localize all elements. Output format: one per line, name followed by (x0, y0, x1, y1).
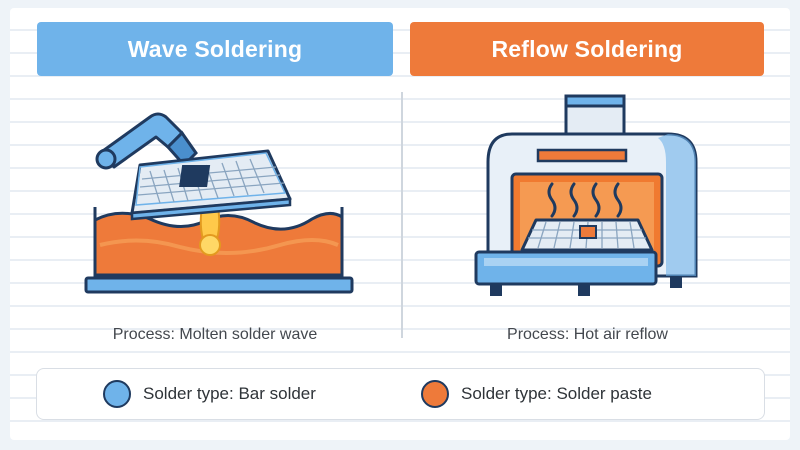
wave-process-caption: Process: Molten solder wave (112, 326, 318, 343)
wave-soldering-banner: Wave Soldering (37, 22, 393, 76)
reflow-soldering-banner: Reflow Soldering (410, 22, 764, 76)
oven-foot-back (670, 276, 682, 288)
pcb-chip (179, 165, 211, 187)
legend-label-bar-solder: Solder type: Bar solder (143, 384, 316, 403)
reflow-oven-illustration (474, 94, 698, 296)
wave-soldering-title: Wave Soldering (127, 35, 303, 62)
reflow-soldering-title: Reflow Soldering (491, 35, 683, 62)
wave-soldering-illustration (84, 112, 354, 294)
oven-foot-right (578, 284, 590, 296)
legend-label-solder-paste: Solder type: Solder paste (461, 384, 652, 403)
oven-drawer (474, 250, 658, 286)
oven-indicator-strip (536, 148, 628, 163)
nozzle-arm (98, 112, 184, 169)
reflow-process-caption: Process: Hot air reflow (507, 326, 668, 343)
oven-foot-left (490, 284, 502, 296)
legend: Solder type: Bar solder Solder type: Sol… (36, 368, 765, 420)
bar-solder-swatch (103, 380, 131, 408)
heat-waves (547, 182, 623, 218)
legend-item-bar-solder: Solder type: Bar solder (103, 369, 316, 419)
panel-divider (401, 92, 403, 338)
solder-paste-swatch (421, 380, 449, 408)
legend-item-solder-paste: Solder type: Solder paste (421, 369, 652, 419)
solder-bath-base (84, 276, 354, 294)
